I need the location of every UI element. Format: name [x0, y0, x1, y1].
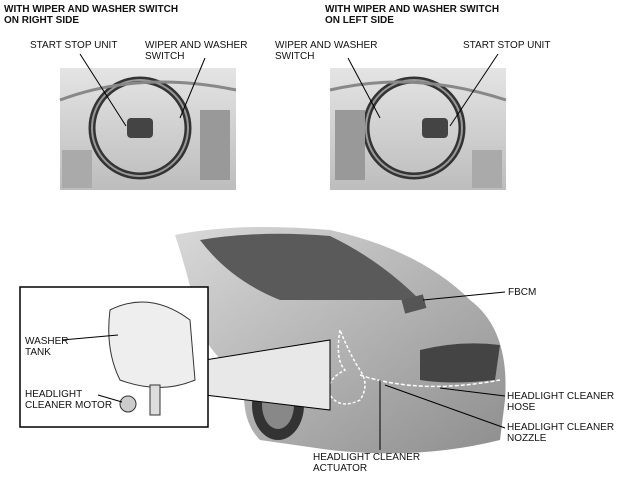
heading-line: WITH WIPER AND WASHER SWITCH: [325, 4, 500, 15]
label-line: WASHER: [25, 336, 69, 347]
label-line: SWITCH: [145, 51, 185, 62]
heading-line: ON LEFT SIDE: [325, 15, 394, 26]
vehicle-image: [175, 226, 506, 454]
heading-line: WITH WIPER AND WASHER SWITCH: [4, 4, 179, 15]
washer-tank-inset: [19, 286, 331, 428]
label-line: WIPER AND WASHER: [275, 40, 378, 51]
label-line: HEADLIGHT CLEANER: [507, 391, 615, 402]
start-stop-unit-label: START STOP UNIT: [30, 40, 118, 51]
fbcm-label: FBCM: [508, 287, 537, 298]
label-line: NOZZLE: [507, 433, 547, 444]
label-line: HOSE: [507, 402, 536, 413]
dashboard-left-switch-image: [329, 53, 507, 190]
heading-line: ON RIGHT SIDE: [4, 15, 80, 26]
label-line: ACTUATOR: [313, 463, 368, 474]
label-line: CLEANER MOTOR: [25, 400, 113, 411]
label-line: TANK: [25, 347, 51, 358]
label-line: WIPER AND WASHER: [145, 40, 248, 51]
label-line: SWITCH: [275, 51, 315, 62]
start-stop-unit-label: START STOP UNIT: [463, 40, 551, 51]
label-line: HEADLIGHT CLEANER: [313, 452, 421, 463]
label-line: HEADLIGHT: [25, 389, 83, 400]
label-line: HEADLIGHT CLEANER: [507, 422, 615, 433]
dashboard-right-switch-image: [59, 53, 237, 190]
